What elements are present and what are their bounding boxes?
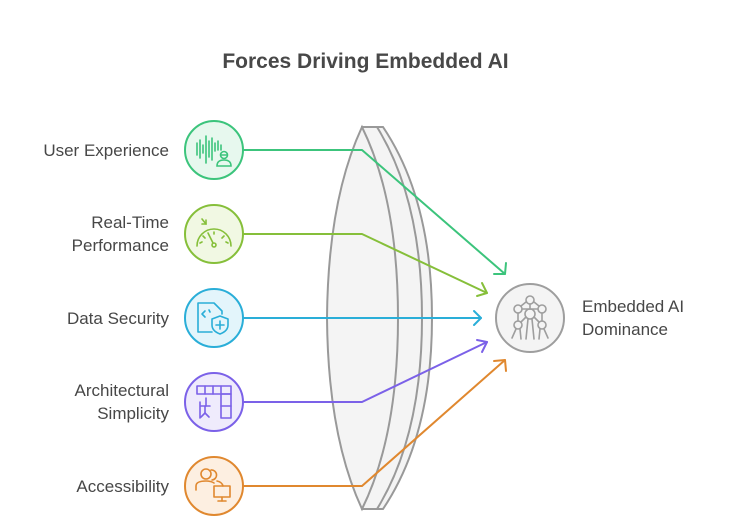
label-line: Architectural [74,381,169,400]
label-line: Data Security [66,309,169,328]
connector-data-security [243,310,482,326]
connector-user-experience [243,149,507,275]
force-node-user-experience [184,120,244,180]
diagram-title: Forces Driving Embedded AI [222,50,509,73]
force-node-architectural-simplicity [184,372,244,432]
connector-architectural-simplicity [243,339,488,403]
force-label-architectural-simplicity: Architectural Simplicity [75,379,169,425]
users-computer-icon [195,468,231,502]
connector-real-time-performance [243,233,488,297]
force-label-data-security: Data Security [67,307,169,330]
secure-code-file-icon [197,302,229,335]
label-line: User Experience [43,141,169,160]
arrowhead [476,282,488,297]
force-label-user-experience: User Experience [43,139,169,162]
target-node-embedded-ai-dominance [495,283,565,353]
force-label-real-time-performance: Real-Time Performance [72,211,169,257]
force-node-data-security [184,288,244,348]
label-line: Dominance [582,320,668,339]
floor-plan-icon [196,385,232,419]
force-label-accessibility: Accessibility [76,475,169,498]
connector-accessibility [243,359,507,487]
label-line: Embedded AI [582,297,685,316]
force-node-accessibility [184,456,244,516]
voice-user-icon [196,135,232,167]
arrowhead [476,339,488,353]
label-line: Accessibility [76,477,169,496]
arrowhead [473,310,482,326]
connectors [243,149,507,487]
atomium-icon [511,295,549,340]
target-label: Embedded AI Dominance [582,295,684,341]
force-node-real-time-performance [184,204,244,264]
arrowhead [493,262,507,275]
label-line: Simplicity [97,404,169,423]
speedometer-icon [196,218,232,248]
label-line: Performance [71,236,169,255]
label-line: Real-Time [91,213,169,232]
arrowhead [493,359,507,372]
